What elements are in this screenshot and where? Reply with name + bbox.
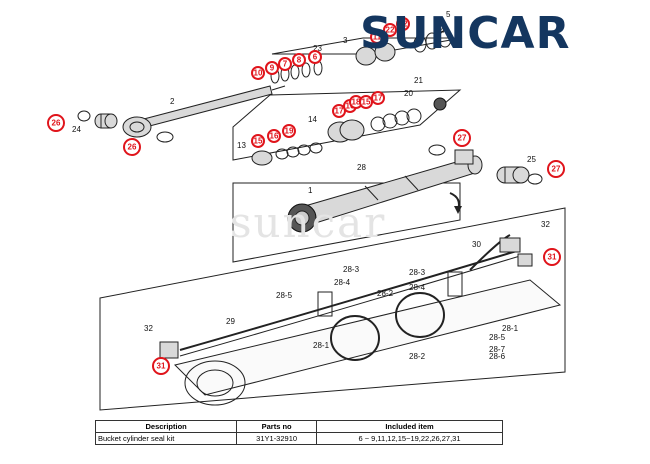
callout-31-left: 31: [152, 357, 170, 375]
callout-26-right: 26: [123, 138, 141, 156]
label-28-6: 28-6: [489, 352, 506, 361]
svg-text:12: 12: [399, 20, 408, 29]
cell-included-item: 6 ~ 9,11,12,15~19,22,26,27,31: [315, 432, 504, 445]
header-parts-no: Parts no: [236, 420, 317, 433]
label-28-1-right: 28-1: [502, 324, 519, 333]
label-28-4-right: 28-4: [409, 283, 426, 292]
label-30: 30: [472, 240, 481, 249]
svg-text:17: 17: [374, 94, 383, 103]
label-28-5-left: 28-5: [276, 291, 293, 300]
svg-text:7: 7: [283, 60, 288, 69]
callout-6: 6: [308, 50, 322, 64]
svg-text:31: 31: [548, 253, 557, 262]
seal-kit-table: Description Parts no Included item Bucke…: [94, 420, 504, 445]
label-23: 23: [313, 44, 322, 53]
callout-7: 7: [278, 57, 292, 71]
label-5: 5: [446, 10, 451, 19]
callout-27-right: 27: [547, 160, 565, 178]
arrow-head-icon: [454, 206, 462, 214]
header-included-item: Included item: [315, 420, 504, 433]
svg-text:16: 16: [270, 132, 279, 141]
cell-description: Bucket cylinder seal kit: [94, 432, 238, 445]
label-28-1-left: 28-1: [313, 341, 330, 350]
callout-31-right: 31: [543, 248, 561, 266]
callout-11: 11: [370, 30, 384, 44]
label-29: 29: [226, 317, 235, 326]
label-28: 28: [357, 163, 366, 172]
label-28-2-bottom: 28-2: [409, 352, 426, 361]
table-row: Bucket cylinder seal kit 31Y1-32910 6 ~ …: [94, 432, 504, 445]
callout-27-left: 27: [453, 129, 471, 147]
callout-26-left: 26: [47, 114, 65, 132]
label-28-4-left: 28-4: [334, 278, 351, 287]
assembled-cylinder: [159, 234, 562, 406]
svg-text:18: 18: [352, 98, 361, 107]
svg-text:27: 27: [552, 165, 561, 174]
callout-22: 22: [383, 23, 397, 37]
panel-assembly: [99, 207, 566, 411]
seal-ring-27-left: [428, 144, 446, 156]
label-28-3-right: 28-3: [409, 268, 426, 277]
label-3: 3: [343, 36, 348, 45]
callout-8: 8: [292, 53, 306, 67]
callout-9: 9: [265, 61, 279, 75]
cylinder-tube: [287, 149, 483, 233]
label-32-top: 32: [541, 220, 550, 229]
label-2: 2: [170, 97, 175, 106]
svg-text:26: 26: [128, 143, 137, 152]
callout-12: 12: [396, 17, 410, 31]
svg-text:10: 10: [254, 69, 263, 78]
svg-text:27: 27: [458, 134, 467, 143]
svg-text:15: 15: [362, 98, 371, 107]
svg-text:11: 11: [373, 33, 382, 42]
svg-text:19: 19: [285, 127, 294, 136]
callout-17-left: 17: [332, 104, 346, 118]
label-28-5-right: 28-5: [489, 333, 506, 342]
label-20: 20: [404, 89, 413, 98]
svg-text:22: 22: [386, 26, 395, 35]
svg-text:26: 26: [52, 119, 61, 128]
cell-parts-no: 31Y1-32910: [236, 432, 317, 445]
label-25: 25: [527, 155, 536, 164]
label-1: 1: [308, 186, 313, 195]
svg-text:31: 31: [157, 362, 166, 371]
callout-16-right: 16: [267, 129, 281, 143]
svg-text:17: 17: [335, 107, 344, 116]
rod-end-bush-25: [496, 166, 543, 185]
svg-text:9: 9: [270, 64, 275, 73]
panel-seal-group-upper: [271, 37, 463, 55]
callout-15-right: 15: [251, 134, 265, 148]
watermark: suncar: [230, 198, 387, 247]
label-32-left: 32: [144, 324, 153, 333]
label-28-7: 28-7: [489, 345, 506, 354]
label-4: 4: [440, 26, 445, 35]
label-28-3-left: 28-3: [343, 265, 360, 274]
rod-end-bush: [77, 110, 174, 143]
label-13: 13: [237, 141, 246, 150]
header-description: Description: [94, 420, 238, 433]
svg-text:15: 15: [254, 137, 263, 146]
brand-logo: SUNCAR: [360, 8, 571, 59]
callout-15-left: 15: [359, 95, 373, 109]
label-24: 24: [72, 125, 81, 134]
piston-seal-group: [251, 97, 447, 166]
callout-10: 10: [251, 66, 265, 80]
label-28-2-top: 28-2: [377, 289, 394, 298]
callout-17-right: 17: [371, 91, 385, 105]
upper-seal-rings: [270, 30, 452, 84]
svg-text:8: 8: [297, 56, 302, 65]
label-14: 14: [308, 115, 317, 124]
svg-text:6: 6: [313, 53, 318, 62]
callout-19: 19: [282, 124, 296, 138]
label-21: 21: [414, 76, 423, 85]
piston-rod: [122, 85, 286, 138]
